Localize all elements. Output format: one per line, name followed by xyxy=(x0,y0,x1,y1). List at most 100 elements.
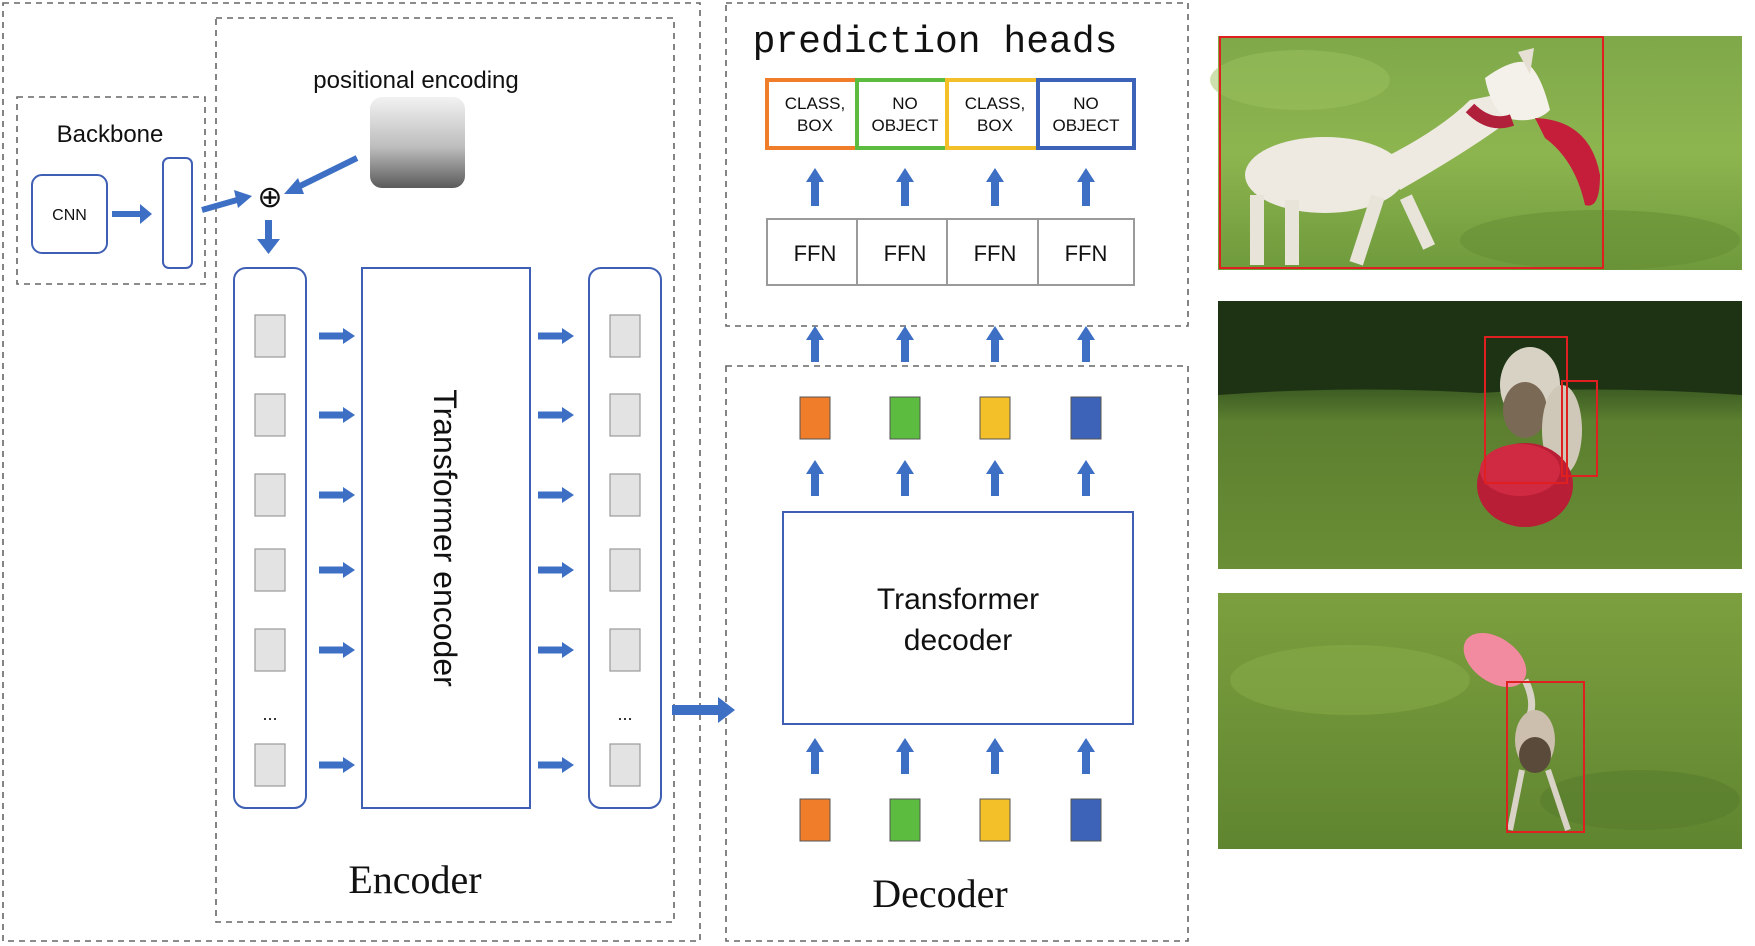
left-outer-frame xyxy=(2,2,701,942)
query-to-decoder-arrow xyxy=(806,738,824,774)
decoder-to-embedding-arrow xyxy=(1077,460,1095,496)
encoder-arrows xyxy=(319,328,574,773)
decoder-to-embedding-arrow xyxy=(896,460,914,496)
positional-encoding-label: positional encoding xyxy=(313,67,519,94)
decoder-to-embedding-arrow xyxy=(806,460,824,496)
photo-3 xyxy=(1218,593,1742,849)
prediction-output-label-line1: CLASS, xyxy=(785,94,845,113)
encoder-input-token xyxy=(254,548,286,592)
encoder-output-arrow xyxy=(538,642,574,658)
decoder-query-token xyxy=(889,798,921,842)
prediction-output-box xyxy=(765,78,865,150)
encoder-output-token xyxy=(609,628,641,672)
encoder-output-arrow xyxy=(538,562,574,578)
decoder-query-token xyxy=(979,798,1011,842)
ffn-label: FFN xyxy=(974,241,1017,266)
decoder-output-embedding xyxy=(889,396,921,440)
ffn-box xyxy=(766,218,864,286)
prediction-output-label-line1: NO xyxy=(1073,94,1099,113)
transformer-encoder-box xyxy=(361,267,531,809)
encoder-output-ellipsis: ... xyxy=(617,704,632,724)
transformer-encoder-label: Transformer encoder xyxy=(427,389,463,687)
ffn-label: FFN xyxy=(794,241,837,266)
white-dog-figure xyxy=(1245,48,1600,266)
decoder-output-embedding xyxy=(1070,396,1102,440)
encoder-input-token xyxy=(254,743,286,787)
ffn-label: FFN xyxy=(884,241,927,266)
prediction-heads-frame xyxy=(725,2,1189,327)
feature-to-add-arrow xyxy=(201,197,238,213)
encoder-output-tokens xyxy=(609,314,641,787)
query-to-decoder-arrow xyxy=(986,738,1004,774)
decoder-arrows xyxy=(806,326,1095,774)
encoder-input-tokens xyxy=(254,314,286,787)
ffn-box xyxy=(856,218,954,286)
encoder-output-arrow xyxy=(538,487,574,503)
prediction-output-label-line2: BOX xyxy=(797,116,833,135)
ffn-to-output-arrow xyxy=(896,168,914,206)
encoder-group: ... ... Transformer encoder Encoder xyxy=(233,267,735,902)
ffn-to-output-arrow xyxy=(986,168,1004,206)
decoder-query-token xyxy=(1070,798,1102,842)
prediction-output-box xyxy=(945,78,1045,150)
prediction-output-label-line2: OBJECT xyxy=(1052,116,1119,135)
backbone-title: Backbone xyxy=(57,121,164,148)
transformer-decoder-box xyxy=(782,511,1134,725)
encoder-output-column xyxy=(588,267,662,809)
prediction-output-box xyxy=(1036,78,1136,150)
prediction-heads-title: prediction heads xyxy=(753,21,1118,64)
cnn-to-feature-arrow xyxy=(112,204,152,224)
prediction-output-box xyxy=(855,78,955,150)
backbone-group: Backbone CNN xyxy=(31,121,193,269)
encoder-input-token xyxy=(254,628,286,672)
embedding-to-ffn-arrow xyxy=(896,326,914,362)
cnn-box xyxy=(31,174,108,254)
encoder-input-token xyxy=(254,473,286,517)
detection-box-1 xyxy=(1219,36,1604,269)
encoder-input-ellipsis: ... xyxy=(262,704,277,724)
prediction-output-label-line2: BOX xyxy=(977,116,1013,135)
feature-map-box xyxy=(162,157,193,269)
encoder-to-decoder-arrow xyxy=(672,697,735,723)
encoder-input-token xyxy=(254,393,286,437)
encoder-output-arrow xyxy=(538,328,574,344)
encoder-input-arrow xyxy=(319,328,355,344)
prediction-head-columns: FFN CLASS, BOX FFN NO OBJECT FFN CLASS, BOX FFN NO… xyxy=(765,78,1136,286)
query-to-decoder-arrow xyxy=(1077,738,1095,774)
encoder-input-arrow xyxy=(319,487,355,503)
detection-box-2a xyxy=(1484,336,1568,484)
decoder-output-embedding xyxy=(799,396,831,440)
encoder-input-arrow xyxy=(319,562,355,578)
embedding-to-ffn-arrow xyxy=(806,326,824,362)
detection-box-2b xyxy=(1561,380,1598,477)
photo-1 xyxy=(1210,36,1742,270)
encoder-input-arrow xyxy=(319,757,355,773)
positional-encoding-block xyxy=(370,97,465,188)
decoder-group: Transformer decoder Decoder xyxy=(782,326,1134,916)
positional-encoding-group: positional encoding ⊕ xyxy=(201,67,519,254)
decoder-query-token xyxy=(799,798,831,842)
ffn-label: FFN xyxy=(1065,241,1108,266)
photo-2 xyxy=(1218,301,1742,569)
feature-to-add-arrowhead xyxy=(234,190,252,208)
detection-box-3 xyxy=(1506,681,1585,833)
encoder-output-arrow xyxy=(538,757,574,773)
encoder-output-token xyxy=(609,393,641,437)
encoder-section-label: Encoder xyxy=(348,857,481,902)
encoder-input-arrow xyxy=(319,642,355,658)
transformer-decoder-label-line1: Transformer xyxy=(877,583,1039,616)
prediction-output-label-line1: NO xyxy=(892,94,918,113)
prediction-output-label-line1: CLASS, xyxy=(965,94,1025,113)
prediction-heads-group: prediction heads FFN CLASS, BOX FFN NO OBJECT… xyxy=(753,21,1136,286)
encoder-output-token xyxy=(609,473,641,517)
encoder-output-token xyxy=(609,743,641,787)
encoder-output-token xyxy=(609,548,641,592)
encoder-frame xyxy=(215,17,675,923)
running-dog-figure xyxy=(1463,633,1571,831)
decoder-frame xyxy=(725,365,1189,942)
ffn-to-output-arrow xyxy=(806,168,824,206)
encoder-input-token xyxy=(254,314,286,358)
pe-to-add-arrow xyxy=(294,155,359,191)
add-to-encoder-arrow xyxy=(257,220,280,254)
add-symbol: ⊕ xyxy=(257,181,282,214)
